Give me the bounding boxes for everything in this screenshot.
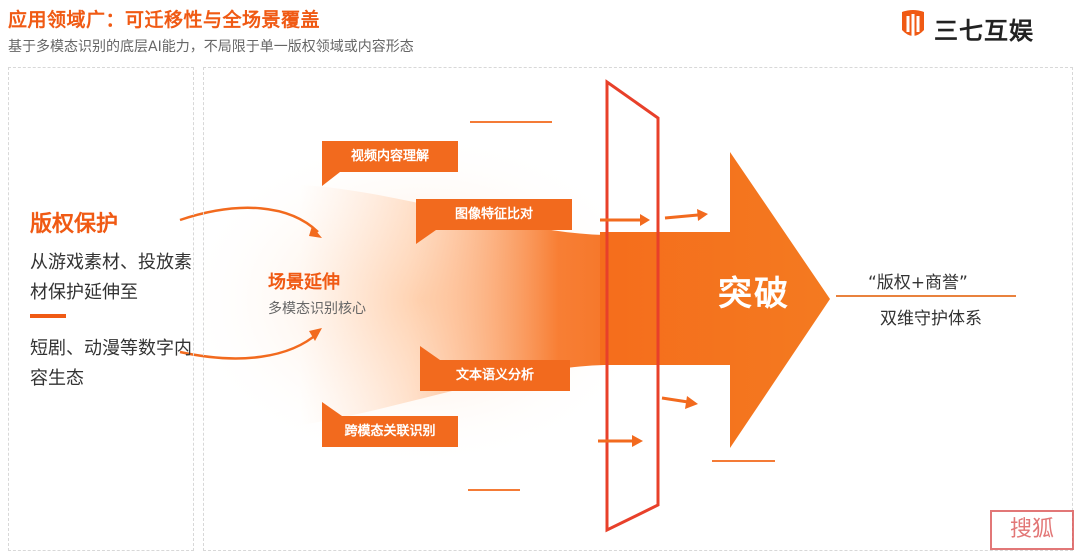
watermark-stamp: 搜狐 [990,510,1074,550]
small-arrow-1 [600,214,650,226]
copyright-desc-1: 从游戏素材、投放素材保护延伸至 [30,252,192,303]
curve-arrow-lower [179,328,322,360]
main-panel [203,67,1073,551]
copyright-title: 版权保护 [30,212,119,237]
breakthrough-arrow [600,152,830,448]
page-subtitle: 基于多模态识别的底层AI能力，不局限于单一版权领域或内容形态 [8,39,414,55]
small-arrow-3 [661,396,698,409]
brand-mark-icon [902,10,924,36]
tag-video-understanding: 视频内容理解 [322,141,458,172]
tag-tail-1 [322,172,340,186]
result-underline [836,295,1016,297]
brand-name: 三七互娱 [934,17,1034,45]
scene-subtitle: 多模态识别核心 [268,301,366,317]
copyright-desc-2: 短剧、动漫等数字内容生态 [30,338,192,389]
small-arrow-4 [598,435,643,447]
tag-cross-modal: 跨模态关联识别 [322,416,458,447]
barrier-frame [605,79,660,533]
brand-logo: 三七互娱 [898,8,1048,45]
tag-image-matching: 图像特征比对 [416,199,572,230]
curve-arrow-upper [179,206,322,238]
tag-tail-3 [420,346,440,360]
left-panel [8,67,194,551]
page-title: 应用领域广：可迁移性与全场景覆盖 [8,9,321,31]
result-title: “版权+商誉” [868,273,968,293]
arrow-label: 突破 [718,274,790,314]
result-subtitle: 双维守护体系 [880,309,982,329]
tag-tail-2 [416,230,436,244]
tag-tail-4 [322,402,342,416]
tag-text-semantics: 文本语义分析 [420,360,570,391]
left-divider [30,314,66,318]
scene-title: 场景延伸 [268,272,340,293]
small-arrow-2 [664,209,708,221]
